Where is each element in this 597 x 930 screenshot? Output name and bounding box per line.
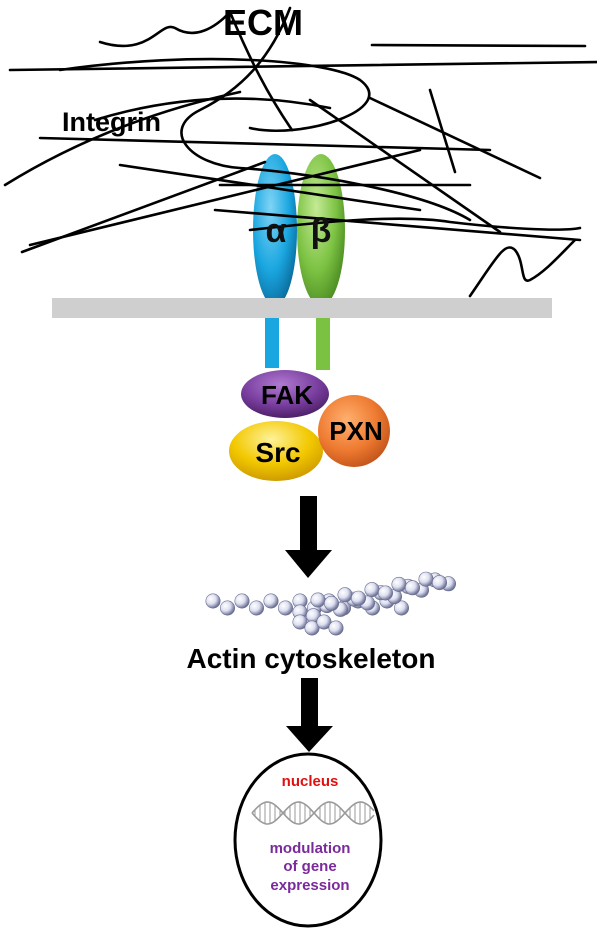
fak-protein [241,370,329,418]
beta-subunit [297,154,345,306]
modulation-line-2: of gene [283,858,336,875]
alpha-label: α [266,212,287,250]
integrin-label: Integrin [62,107,161,137]
modulation-line-1: modulation [270,840,351,857]
nucleus-label: nucleus [282,773,339,790]
fak-label: FAK [261,380,313,410]
actin-beads-icon [205,571,456,636]
ecm-label: ECM [223,2,303,43]
beta-label: β [311,212,332,250]
cell-membrane [52,298,552,318]
adapter-complex: FAK PXN Src [229,370,390,481]
integrin-dimer [253,154,345,370]
alpha-subunit [253,154,297,306]
ecm-fibers [3,6,597,298]
arrow-to-actin [285,496,332,578]
arrow-to-nucleus [286,678,333,752]
pxn-protein [318,395,390,467]
dna-helix-icon [251,801,375,825]
modulation-line-3: expression [270,877,349,894]
pxn-label: PXN [329,416,382,446]
nucleus [233,752,383,928]
src-label: Src [255,437,300,468]
src-protein [229,421,323,481]
actin-cytoskeleton-label: Actin cytoskeleton [187,643,436,674]
